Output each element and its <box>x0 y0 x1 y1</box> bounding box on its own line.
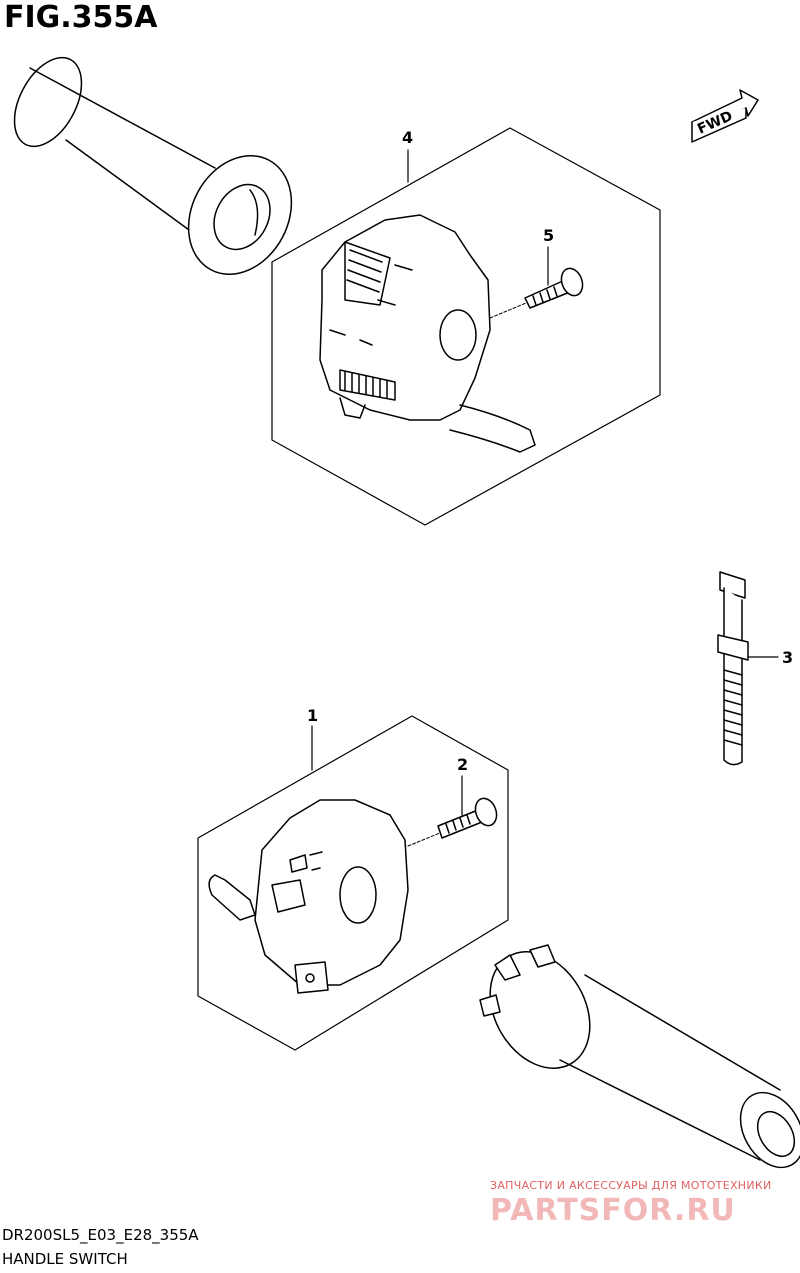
callout-3: 3 <box>782 648 794 667</box>
assembly-box-1 <box>197 715 509 1051</box>
assembly-box-4 <box>271 127 661 526</box>
screw-5-drawing <box>489 246 584 319</box>
left-grip-drawing <box>13 56 293 275</box>
fwd-arrow <box>691 89 759 143</box>
throttle-grip-drawing <box>479 944 800 1169</box>
callout-2: 2 <box>457 755 469 774</box>
figure-name: HANDLE SWITCH <box>2 1250 128 1268</box>
watermark-tagline: ЗАПЧАСТИ И АКСЕССУАРЫ ДЛЯ МОТОТЕХНИКИ <box>490 1179 772 1192</box>
screw-2-drawing <box>407 775 498 847</box>
fwd-label: FWD <box>695 108 735 138</box>
right-handle-switch-drawing <box>319 214 536 453</box>
cable-tie-3-drawing <box>717 571 779 766</box>
watermark-logo: PARTSFOR.RU <box>490 1193 736 1228</box>
figure-title: FIG.355A <box>4 0 158 35</box>
callout-1: 1 <box>307 706 319 725</box>
callout-4: 4 <box>402 128 414 147</box>
figure-code: DR200SL5_E03_E28_355A <box>2 1226 199 1244</box>
left-handle-switch-drawing <box>208 799 409 994</box>
callout-5: 5 <box>543 226 555 245</box>
